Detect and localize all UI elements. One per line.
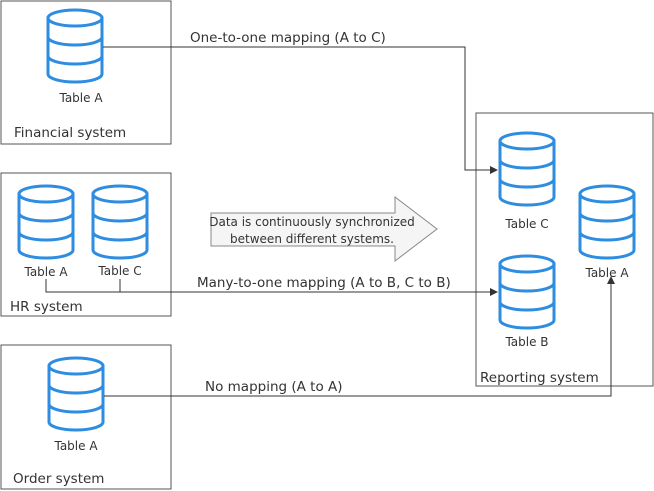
many-to-one-mapping-label: Many-to-one mapping (A to B, C to B) [197, 275, 451, 291]
reporting-table-a-database-icon [578, 184, 636, 260]
reporting-table-b-database-icon [498, 254, 556, 330]
no-mapping-connector [104, 276, 615, 397]
one-to-one-connector [103, 46, 498, 174]
one-to-one-mapping-label: One-to-one mapping (A to C) [190, 30, 386, 46]
financial-system-label: Financial system [14, 125, 126, 141]
many-to-one-connector-a [45, 279, 498, 296]
sync-note-line1: Data is continuously synchronized [209, 215, 415, 229]
reporting-table-a-label: Table A [584, 266, 629, 280]
hr-table-c-label: Table C [97, 264, 141, 278]
order-table-a-label: Table A [53, 439, 98, 453]
sync-arrow [210, 195, 438, 263]
hr-table-c-database-icon [91, 184, 149, 260]
reporting-system-label: Reporting system [480, 370, 599, 386]
reporting-table-c-database-icon [498, 131, 556, 207]
order-system-label: Order system [13, 471, 104, 487]
reporting-table-c-label: Table C [504, 217, 548, 231]
financial-table-a-database-icon [46, 8, 104, 84]
hr-table-a-database-icon [17, 184, 75, 260]
no-mapping-label: No mapping (A to A) [205, 379, 343, 395]
sync-note-line2: between different systems. [230, 232, 394, 246]
hr-system-label: HR system [10, 299, 83, 315]
order-table-a-database-icon [47, 356, 105, 432]
reporting-table-b-label: Table B [504, 335, 548, 349]
hr-table-a-label: Table A [23, 265, 68, 279]
financial-table-a-label: Table A [58, 91, 103, 105]
